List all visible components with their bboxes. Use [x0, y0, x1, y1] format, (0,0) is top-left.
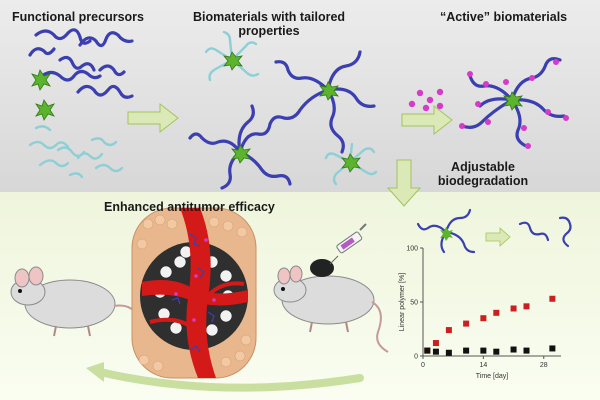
chart-points [424, 295, 556, 356]
bound-agent-dots [459, 59, 569, 149]
heading-adjustable-line1: Adjustable [451, 160, 515, 174]
crosslinker-icon [231, 144, 251, 164]
data-point-series-2 [432, 348, 439, 355]
linear-polymer-fragments [518, 216, 572, 248]
precursor-dark-polymers [28, 28, 134, 99]
data-point-series-2 [463, 347, 470, 354]
active-agent-dots [408, 88, 444, 112]
data-point-series-1 [493, 309, 500, 316]
data-point-series-2 [493, 348, 500, 355]
curved-arrow-icon [96, 368, 364, 392]
heading-adjustable-line2: biodegradation [437, 174, 529, 188]
data-point-series-2 [480, 347, 487, 354]
arrow-down-icon [386, 159, 422, 207]
x-axis-label: Time [day] [476, 373, 508, 380]
data-point-series-2 [523, 347, 530, 354]
mouse-icon [10, 266, 161, 349]
star-polymer-light [204, 30, 260, 82]
arrow-right-icon [127, 102, 179, 134]
heading-biomaterials-line1: Biomaterials with tailored [192, 10, 346, 24]
arrow-right-icon [485, 227, 511, 247]
crosslinker-icon [341, 153, 361, 173]
degrading-network [416, 208, 476, 254]
y-tick-label: 100 [406, 246, 418, 253]
crosslinker-icon [440, 227, 453, 241]
arrow-right-icon [401, 104, 453, 136]
data-point-series-2 [424, 347, 431, 354]
syringe-icon [329, 223, 367, 265]
data-point-series-1 [432, 340, 439, 347]
precursor-light-polymers [28, 125, 124, 179]
crosslinker-icon [31, 69, 55, 121]
data-point-series-1 [549, 295, 556, 302]
x-tick-label: 0 [421, 362, 425, 369]
data-point-series-2 [445, 349, 452, 356]
curved-arrow-head [86, 362, 104, 382]
heading-enhanced-efficacy: Enhanced antitumor efficacy [104, 200, 275, 214]
tumor-icon [131, 207, 257, 379]
heading-biomaterials: Biomaterials with tailored properties [184, 10, 354, 38]
x-tick-label: 28 [540, 362, 548, 369]
heading-adjustable-biodegradation: Adjustable biodegradation [428, 160, 538, 188]
crosslinker-icon [319, 81, 339, 101]
data-point-series-1 [480, 315, 487, 322]
network-dark-2 [274, 50, 376, 154]
mouse-icon [273, 259, 389, 353]
data-point-series-1 [463, 320, 470, 327]
y-tick-label: 0 [414, 354, 418, 361]
y-tick-label: 50 [410, 300, 418, 307]
data-point-series-2 [549, 345, 556, 352]
heading-active-biomaterials: “Active” biomaterials [440, 10, 568, 24]
crosslinker-icon [223, 51, 243, 71]
star-polymer-light-2 [324, 142, 378, 186]
heading-functional-precursors: Functional precursors [12, 10, 144, 24]
data-point-series-2 [510, 346, 517, 353]
data-point-series-1 [523, 303, 530, 310]
heading-biomaterials-line2: properties [238, 24, 300, 38]
x-tick-label: 14 [479, 362, 487, 369]
y-axis-label: Linear polymer [%] [399, 273, 406, 331]
crosslinker-icon [503, 91, 523, 111]
data-point-series-1 [510, 305, 517, 312]
data-point-series-1 [445, 327, 452, 334]
network-dark-1 [188, 104, 292, 190]
